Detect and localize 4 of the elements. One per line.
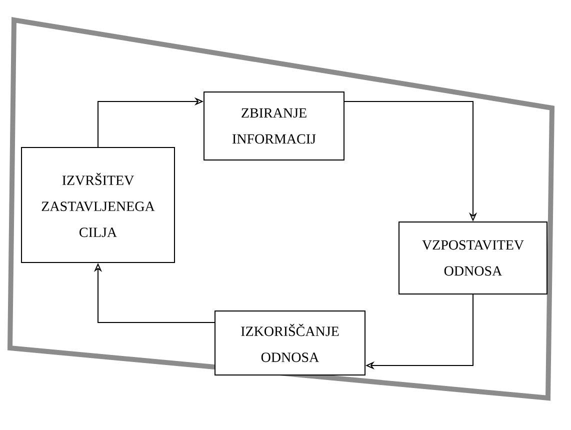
process-box: VZPOSTAVITEV ODNOSA <box>398 221 548 294</box>
process-box: IZKORIŠČANJE ODNOSA <box>214 310 366 376</box>
process-box: IZVRŠITEV ZASTAVLJENEGA CILJA <box>21 147 175 263</box>
process-box: ZBIRANJE INFORMACIJ <box>204 92 344 160</box>
